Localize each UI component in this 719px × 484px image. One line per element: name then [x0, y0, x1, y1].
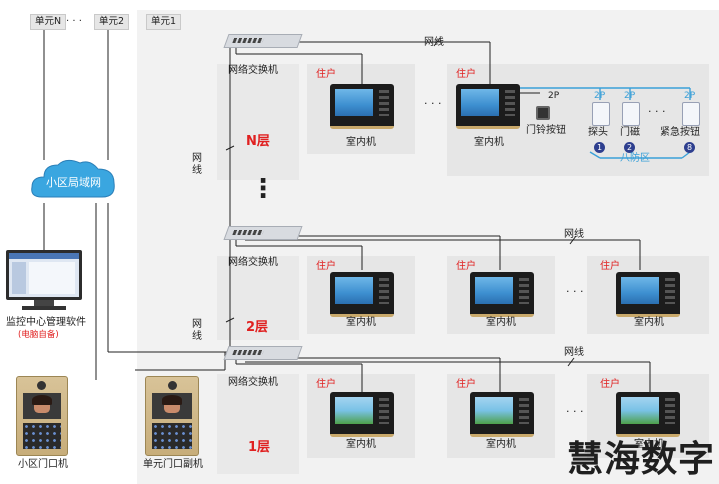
indoor-unit-label: 室内机 — [474, 137, 504, 148]
probe-label: 探头 — [588, 127, 608, 138]
zones-label: 八防区 — [620, 153, 650, 164]
floor-1-label: 1层 — [248, 440, 271, 455]
lan-label: 小区局域网 — [46, 176, 101, 189]
cable-label: 网线 — [564, 347, 584, 358]
unit-n-tag: 单元N — [30, 14, 67, 30]
cable-label-vertical-top: 网 — [192, 153, 202, 164]
unit-dots: · · · — [66, 16, 82, 27]
computer-icon — [6, 250, 82, 310]
ellipsis: · · · — [566, 405, 584, 418]
indoor-monitor-icon — [470, 392, 534, 437]
emergency-label: 紧急按钮 — [660, 127, 700, 138]
doorbell-label: 门铃按钮 — [526, 125, 566, 136]
floor-2-panel — [217, 256, 299, 340]
ellipsis: · · · — [424, 97, 442, 110]
network-switch-icon — [223, 34, 303, 48]
probe-sensor-icon — [592, 102, 610, 126]
resident-label: 住户 — [600, 261, 620, 272]
network-switch-icon — [223, 346, 303, 360]
zone-badge: 2 — [624, 142, 635, 153]
floor-ellipsis: ⋮ — [250, 174, 276, 204]
indoor-unit-label: 室内机 — [346, 439, 376, 450]
cable-label: 网线 — [424, 37, 444, 48]
two-p-label: 2P — [624, 91, 636, 101]
indoor-monitor-icon — [330, 84, 394, 129]
center-software-label: 监控中心管理软件 — [6, 317, 86, 328]
unit-2-tag: 单元2 — [94, 14, 130, 30]
indoor-unit-label: 室内机 — [634, 317, 664, 328]
ellipsis: · · · — [648, 105, 666, 118]
resident-label: 住户 — [316, 69, 336, 80]
floor-1-panel — [217, 374, 299, 474]
resident-label: 住户 — [600, 379, 620, 390]
indoor-unit-label: 室内机 — [634, 439, 664, 450]
indoor-monitor-icon — [470, 272, 534, 317]
indoor-unit-label: 室内机 — [346, 137, 376, 148]
two-p-label: 2P — [594, 91, 606, 101]
cable-label-vertical-top: 网 — [192, 319, 202, 330]
switch-label: 网络交换机 — [228, 377, 278, 388]
unit-sub-gate-label: 单元门口副机 — [143, 459, 203, 470]
zone-badge: 8 — [684, 142, 695, 153]
indoor-monitor-icon — [616, 272, 680, 317]
network-switch-icon — [223, 226, 303, 240]
watermark-logo: 慧海数字 — [566, 439, 715, 480]
switch-label: 网络交换机 — [228, 65, 278, 76]
switch-label: 网络交换机 — [228, 257, 278, 268]
cable-label: 网线 — [564, 229, 584, 240]
magnet-label: 门磁 — [620, 127, 640, 138]
lan-cloud-icon — [31, 159, 115, 198]
unit-1-tag: 单元1 — [146, 14, 182, 30]
resident-label: 住户 — [316, 379, 336, 390]
floor-2-label: 2层 — [246, 320, 269, 335]
two-p-label: 2P — [548, 91, 560, 101]
doorbell-button-icon — [536, 106, 550, 120]
zone-badge: 1 — [594, 142, 605, 153]
indoor-monitor-icon — [330, 392, 394, 437]
resident-label: 住户 — [456, 261, 476, 272]
floor-n-label: N层 — [246, 134, 270, 149]
door-magnet-icon — [622, 102, 640, 126]
indoor-unit-label: 室内机 — [486, 439, 516, 450]
center-note-label: (电脑自备) — [18, 330, 59, 340]
two-p-label: 2P — [684, 91, 696, 101]
indoor-unit-label: 室内机 — [346, 317, 376, 328]
resident-label: 住户 — [456, 69, 476, 80]
floor-n-panel — [217, 64, 299, 180]
indoor-monitor-icon — [330, 272, 394, 317]
cable-label-vertical-bottom: 线 — [192, 165, 202, 176]
indoor-unit-label: 室内机 — [486, 317, 516, 328]
indoor-monitor-icon — [456, 84, 520, 129]
unit-sub-gate-device — [145, 376, 199, 456]
resident-label: 住户 — [456, 379, 476, 390]
indoor-monitor-icon — [616, 392, 680, 437]
cable-label-vertical-bottom: 线 — [192, 331, 202, 342]
community-gate-label: 小区门口机 — [18, 459, 68, 470]
resident-label: 住户 — [316, 261, 336, 272]
community-gate-device — [16, 376, 68, 456]
emergency-button-icon — [682, 102, 700, 126]
ellipsis: · · · — [566, 285, 584, 298]
